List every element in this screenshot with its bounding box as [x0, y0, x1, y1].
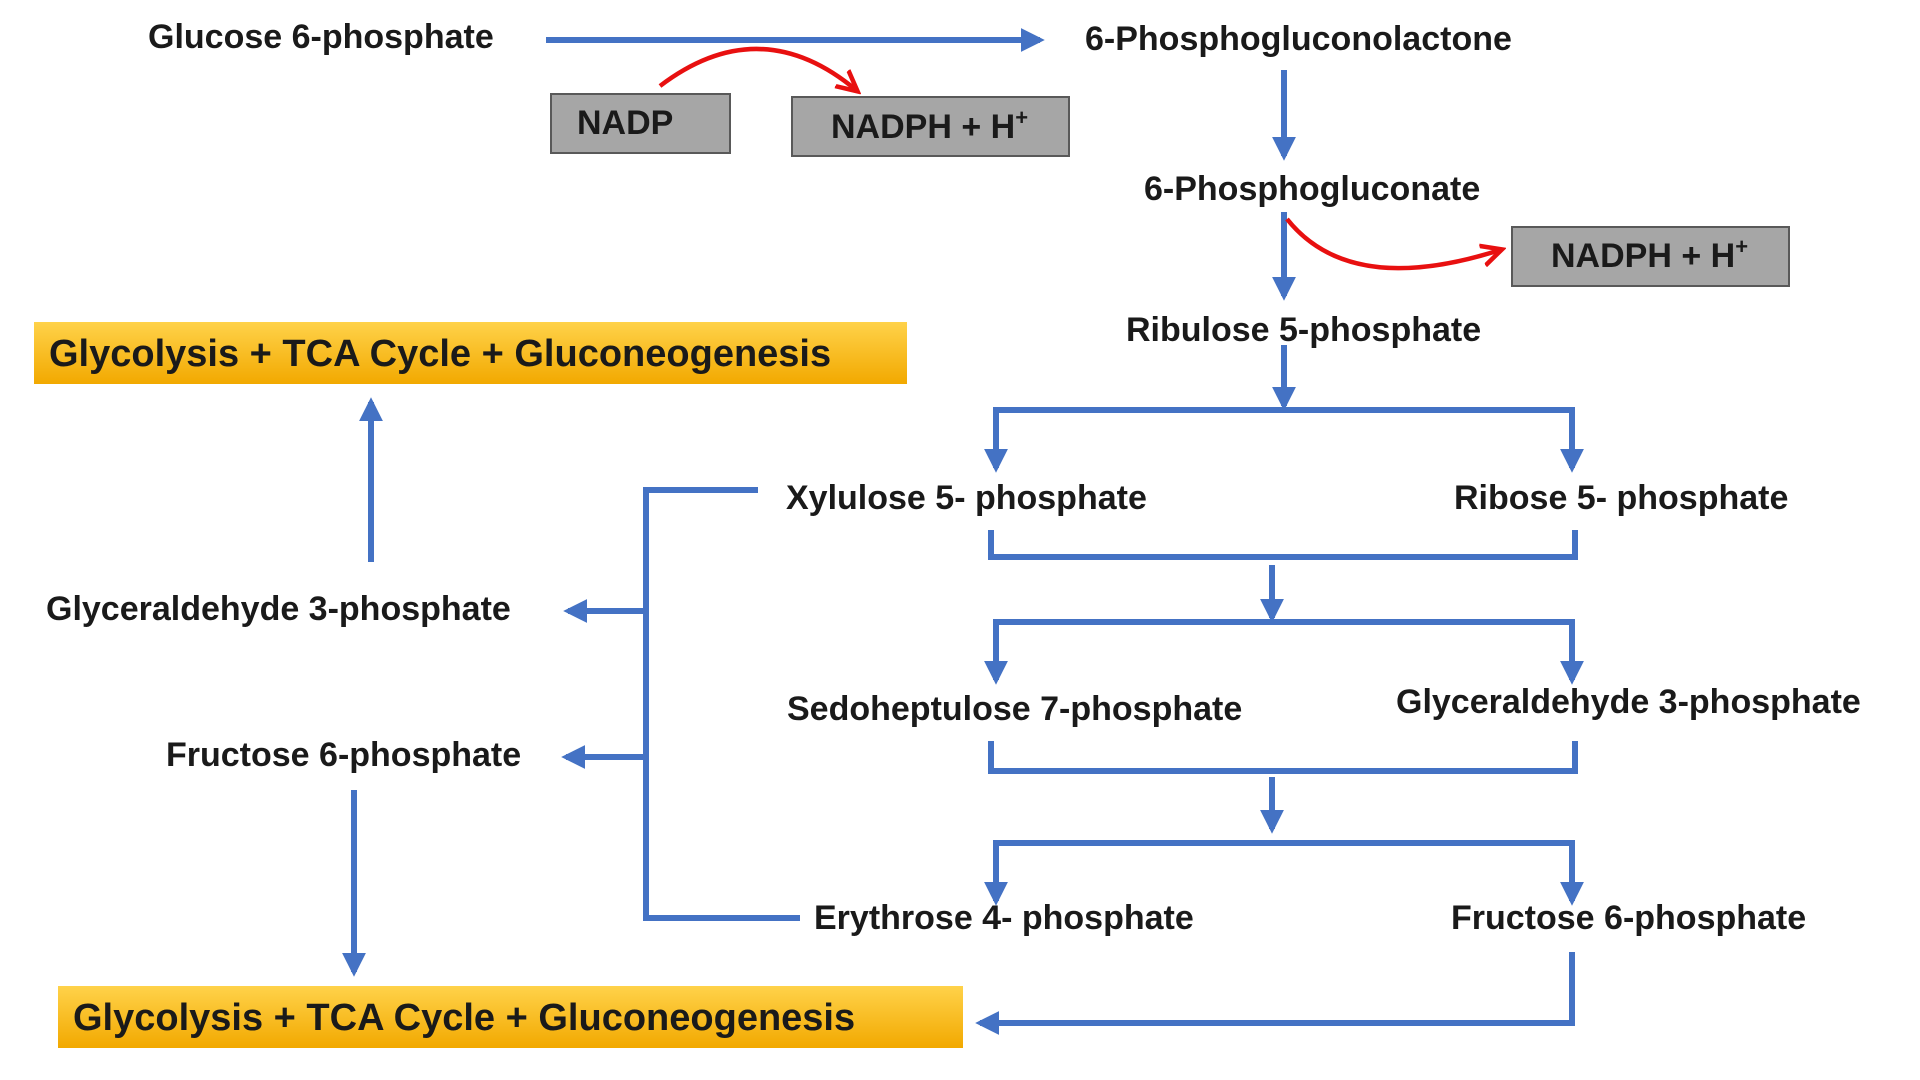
nadph-label-2: NADPH + H+ [1551, 234, 1748, 275]
nadp-box [550, 93, 731, 154]
label-xylulose-5-phosphate: Xylulose 5- phosphate [786, 479, 1147, 517]
label-glyceraldehyde-3-phosphate-right: Glyceraldehyde 3-phosphate [1396, 683, 1861, 721]
arrow-f6p-to-bottom-outcome [975, 952, 1575, 1035]
label-fructose-6-phosphate-right: Fructose 6-phosphate [1451, 899, 1806, 937]
red-arrow-nadp-to-nadph [658, 46, 856, 90]
flow-arrows [342, 28, 1584, 1035]
nadph-label-1: NADPH + H+ [831, 105, 1028, 146]
outcome-box-bottom [58, 986, 963, 1048]
cofactor-boxes: NADP NADPH + H+ NADPH + H+ [550, 93, 1790, 287]
merge-bracket-2 [988, 741, 1578, 774]
metabolite-labels: Glucose 6-phosphate 6-Phosphogluconolact… [46, 18, 1861, 937]
outcome-top-label: Glycolysis + TCA Cycle + Gluconeogenesis [49, 333, 831, 375]
outcome-boxes: Glycolysis + TCA Cycle + Gluconeogenesis… [34, 322, 963, 1048]
label-erythrose-4-phosphate: Erythrose 4- phosphate [814, 899, 1194, 937]
nadph-arrows [658, 46, 1500, 271]
nadp-label: NADP [577, 104, 673, 142]
merge-bracket-1 [988, 530, 1578, 560]
red-arrow-pg-to-nadph [1285, 217, 1500, 271]
label-sedoheptulose-7-phosphate: Sedoheptulose 7-phosphate [787, 690, 1242, 728]
label-glucose-6-phosphate: Glucose 6-phosphate [148, 18, 494, 56]
nadph-box-1 [791, 96, 1070, 157]
label-ribulose-5-phosphate: Ribulose 5-phosphate [1126, 311, 1481, 349]
label-6-phosphogluconate: 6-Phosphogluconate [1144, 170, 1480, 208]
left-bracket [643, 487, 800, 921]
label-ribose-5-phosphate: Ribose 5- phosphate [1454, 479, 1788, 517]
nadph-box-2 [1511, 226, 1790, 287]
label-6-phosphogluconolactone: 6-Phosphogluconolactone [1085, 20, 1512, 58]
label-glyceraldehyde-3-phosphate-left: Glyceraldehyde 3-phosphate [46, 590, 511, 628]
label-fructose-6-phosphate-left: Fructose 6-phosphate [166, 736, 521, 774]
outcome-box-top [34, 322, 907, 384]
outcome-bottom-label: Glycolysis + TCA Cycle + Gluconeogenesis [73, 997, 855, 1039]
